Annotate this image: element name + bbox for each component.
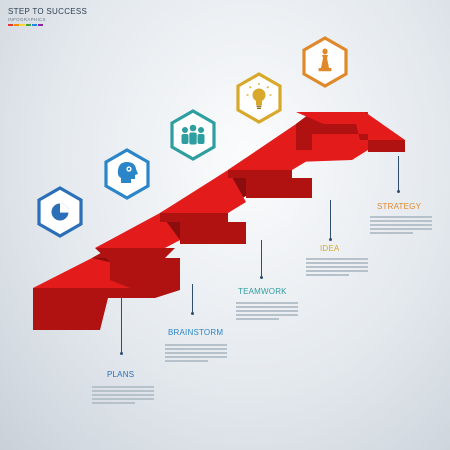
connector-line <box>121 296 122 354</box>
header: STEP TO SUCCESS INFOGRAPHICS <box>8 7 87 26</box>
color-bar-swatch <box>14 24 19 26</box>
color-bar-swatch <box>8 24 13 26</box>
connector-dot <box>120 352 123 355</box>
step-label-idea: IDEA <box>320 244 340 253</box>
color-bar <box>8 24 87 26</box>
text-placeholder <box>92 386 154 406</box>
page-subtitle: INFOGRAPHICS <box>8 17 46 22</box>
stair-front <box>33 288 155 330</box>
hexagon-badge-idea <box>236 72 282 124</box>
lightbulb-icon <box>236 72 282 124</box>
connector-dot <box>397 190 400 193</box>
text-placeholder <box>236 302 298 322</box>
color-bar-swatch <box>38 24 43 26</box>
pie-chart-icon <box>37 186 83 238</box>
stair-tread <box>228 124 312 170</box>
hexagon-badge-strategy <box>302 36 348 88</box>
connector-line <box>192 284 193 314</box>
page-title: STEP TO SUCCESS <box>8 7 88 16</box>
connector-dot <box>260 276 263 279</box>
color-bar-swatch <box>26 24 31 26</box>
connector-dot <box>329 238 332 241</box>
head-icon <box>104 148 150 200</box>
hexagon-badge-plans <box>37 186 83 238</box>
step-label-plans: PLANS <box>107 370 135 379</box>
color-bar-swatch <box>32 24 37 26</box>
text-placeholder <box>165 344 227 364</box>
stair-tread <box>160 170 246 213</box>
connector-dot <box>191 312 194 315</box>
connector-line <box>330 200 331 240</box>
step-label-brainstorm: BRAINSTORM <box>168 328 224 337</box>
text-placeholder <box>306 258 368 278</box>
stair-tread <box>95 213 180 248</box>
stair-front <box>228 170 312 198</box>
step-label-teamwork: TEAMWORK <box>238 287 287 296</box>
connector-line <box>261 240 262 278</box>
stair-front <box>160 213 246 244</box>
step-label-strategy: STRATEGY <box>377 202 422 211</box>
stair-front <box>95 248 180 298</box>
hexagon-badge-teamwork <box>170 109 216 161</box>
stair-front <box>296 124 405 152</box>
chess-icon <box>302 36 348 88</box>
connector-line <box>398 156 399 192</box>
text-placeholder <box>370 216 432 236</box>
color-bar-swatch <box>20 24 25 26</box>
hexagon-badge-brainstorm <box>104 148 150 200</box>
team-icon <box>170 109 216 161</box>
